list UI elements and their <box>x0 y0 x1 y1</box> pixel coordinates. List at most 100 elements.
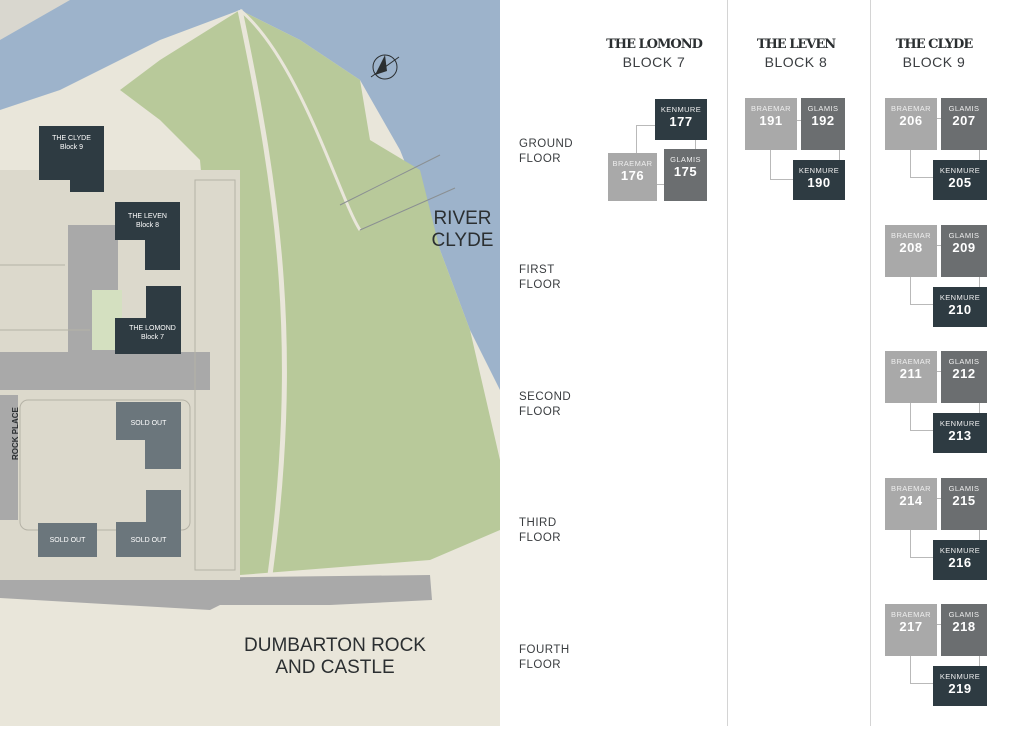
unit-number: 205 <box>948 175 972 190</box>
building-sold-2 <box>116 490 181 557</box>
unit-number: 190 <box>807 175 831 190</box>
unit-number: 192 <box>811 113 835 128</box>
sold-out-label: SOLD OUT <box>130 420 167 427</box>
block-number: BLOCK 7 <box>622 54 686 70</box>
sold-out-label: SOLD OUT <box>49 537 86 544</box>
unit-number: 209 <box>952 239 976 255</box>
label: Block 8 <box>136 222 159 229</box>
label: DUMBARTON ROCK <box>244 635 426 656</box>
unit-type-label: GLAMIS <box>948 610 980 619</box>
unit-number: 219 <box>948 681 972 696</box>
label: FIRST <box>519 264 555 276</box>
unit-type-label: KENMURE <box>939 292 981 302</box>
column-divider <box>727 0 728 726</box>
unit-number: 210 <box>948 301 972 317</box>
site-map: THE CLYDE Block 9 THE LEVEN Block 8 THE LO… <box>0 0 500 726</box>
label: FOURTH <box>519 644 570 656</box>
floor-label-third: THIRD FLOOR <box>519 516 561 546</box>
unit-type-label: KENMURE <box>798 166 840 175</box>
block-name: THE CLYDE <box>895 37 974 52</box>
unit-number: 217 <box>899 619 923 634</box>
building-lomond <box>115 286 181 354</box>
unit-number: 191 <box>759 113 783 128</box>
unit-number: 175 <box>673 164 698 179</box>
unit-type-label: BRAEMAR <box>891 483 931 493</box>
label: AND CASTLE <box>275 657 395 678</box>
floor-label-second: SECOND FLOOR <box>519 390 571 420</box>
label: CLYDE <box>431 230 494 251</box>
park-green <box>120 10 500 575</box>
unit-number: 206 <box>899 113 923 128</box>
unit-number: 218 <box>952 619 976 634</box>
building-sold-1 <box>116 402 181 469</box>
label: RIVER <box>433 208 492 229</box>
unit-number: 212 <box>952 366 976 381</box>
unit-type-label: GLAMIS <box>807 104 839 113</box>
unit-number: 177 <box>669 114 693 129</box>
unit-type-label: BRAEMAR <box>612 159 653 168</box>
block-name: THE LEVEN <box>756 37 836 52</box>
unit-type-label: BRAEMAR <box>891 610 931 619</box>
label: FLOOR <box>519 659 562 671</box>
river-water <box>0 0 500 390</box>
block-header-lomond: THE LOMOND BLOCK 7 <box>584 37 724 70</box>
label: THE LOMOND <box>129 325 176 332</box>
map-label-clyde[interactable]: THE CLYDE Block 9 <box>39 134 104 152</box>
unit-type-label: BRAEMAR <box>751 104 791 113</box>
label: THIRD <box>519 517 557 529</box>
unit-type-label: KENMURE <box>939 672 981 681</box>
unit-number: 214 <box>899 492 923 508</box>
unit-type-label: GLAMIS <box>948 104 980 113</box>
label: FLOOR <box>519 406 562 418</box>
label: Block 9 <box>60 144 83 151</box>
floor-label-first: FIRST FLOOR <box>519 263 561 293</box>
unit-number: 211 <box>899 366 923 381</box>
unit-type-label: GLAMIS <box>670 155 701 164</box>
column-divider <box>870 0 871 726</box>
sold-out-label: SOLD OUT <box>130 537 167 544</box>
label: GROUND <box>519 138 574 150</box>
label: THE LEVEN <box>128 213 167 220</box>
floor-label-fourth: FOURTH FLOOR <box>519 643 570 673</box>
label: THE CLYDE <box>52 135 91 142</box>
map-label-leven[interactable]: THE LEVEN Block 8 <box>115 212 180 230</box>
label: FLOOR <box>519 279 562 291</box>
block-name: THE LOMOND <box>606 37 703 52</box>
street-label: ROCK PLACE <box>11 407 20 460</box>
unit-number: 207 <box>952 113 976 128</box>
unit-type-label: KENMURE <box>939 166 981 175</box>
unit-number: 176 <box>620 168 645 183</box>
unit-type-label: KENMURE <box>939 545 981 555</box>
unit-type-label: BRAEMAR <box>891 357 931 366</box>
label: SECOND <box>519 391 572 403</box>
building-sold-3 <box>38 523 97 557</box>
label: FLOOR <box>519 532 562 544</box>
unit-number: 213 <box>948 428 972 443</box>
label: FLOOR <box>519 153 562 165</box>
